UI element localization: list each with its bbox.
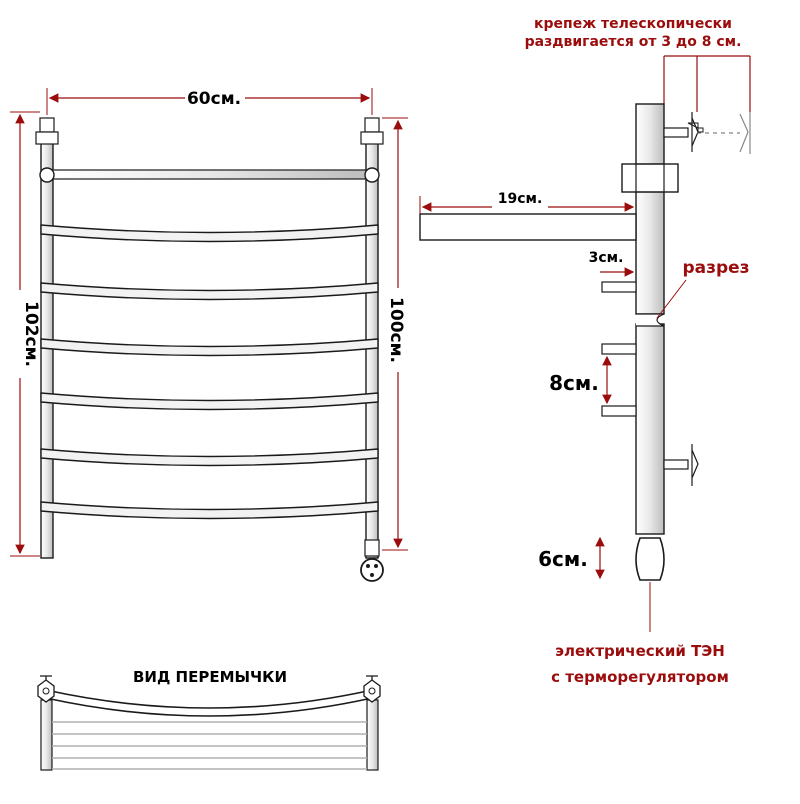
width-label: 60см. [187, 89, 241, 109]
mount-label-line1: крепеж телескопически [534, 16, 732, 32]
section-label: разрез [682, 258, 749, 278]
heater-desc-line1: электрический ТЭН [555, 642, 725, 660]
bridge-title: ВИД ПЕРЕМЫЧКИ [133, 668, 287, 686]
wall-mount-upper [663, 112, 751, 154]
offset-label: 3см. [589, 250, 624, 266]
inner-height-dimension: 100см. [382, 117, 408, 551]
depth-label: 19см. [498, 191, 543, 207]
width-dimension: 60см. [46, 88, 373, 115]
spacing-dimension: 8см. [549, 355, 612, 405]
wall-mount-lower [663, 444, 699, 486]
heater-dimension-label: 6см. [538, 547, 588, 571]
mount-label-line2: раздвигается от 3 до 8 см. [525, 34, 742, 50]
outer-height-dimension: 102см. [10, 111, 41, 557]
section-callout: разрез [656, 258, 750, 319]
heater-element [635, 537, 665, 632]
inner-height-label: 100см. [386, 297, 406, 363]
front-view: 60см. 102см. 100см. [10, 88, 408, 582]
side-view: крепеж телескопически раздвигается от 3 … [419, 16, 751, 686]
heater-desc-line2: с терморегулятором [551, 668, 729, 686]
telescopic-range-bracket [663, 55, 751, 112]
towel-rail-frame [35, 117, 384, 582]
depth-dimension: 19см. [419, 191, 635, 214]
offset-dimension: 3см. [589, 250, 635, 277]
heater-dimension: 6см. [538, 536, 605, 580]
bridge-view: ВИД ПЕРЕМЫЧКИ [37, 668, 381, 771]
spacing-label: 8см. [549, 371, 599, 395]
outer-height-label: 102см. [21, 301, 41, 367]
